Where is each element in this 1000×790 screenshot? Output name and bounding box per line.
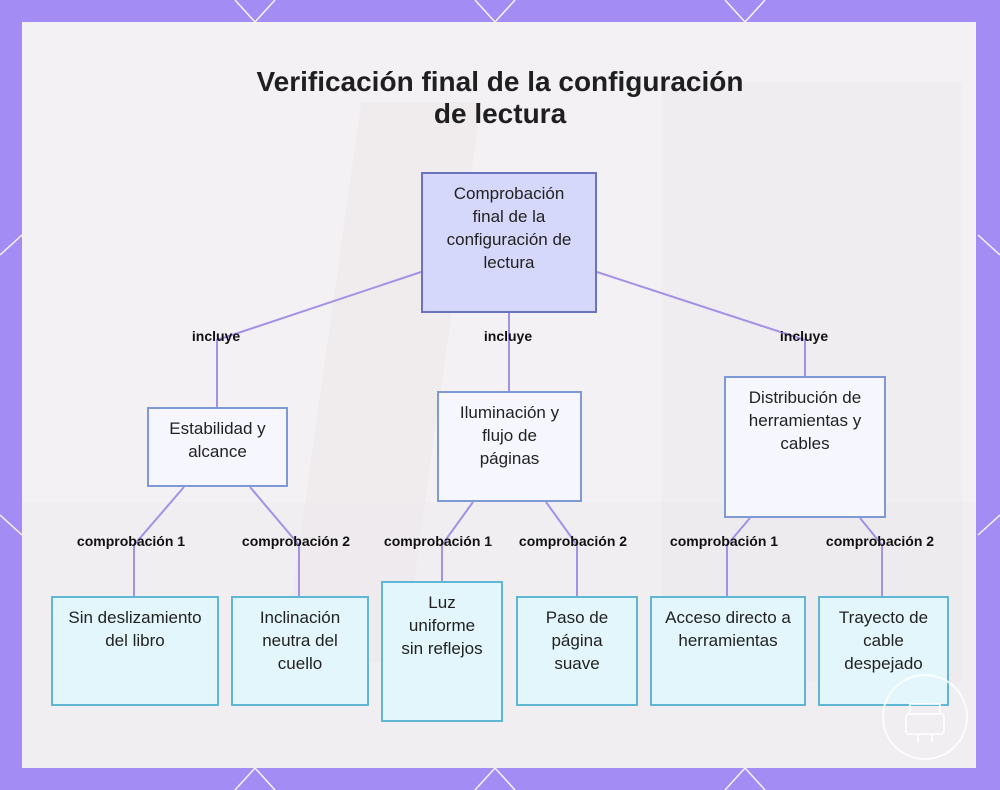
edge-label-includes-3: incluye bbox=[779, 328, 829, 344]
leaf-node-label: Inclinación neutra del cuello bbox=[259, 608, 341, 673]
root-node: Comprobación final de la configuración d… bbox=[421, 172, 597, 313]
branch-node-label: Distribución de herramientas y cables bbox=[748, 388, 862, 453]
leaf-node-label: Sin deslizamiento del libro bbox=[68, 608, 202, 650]
leaf-node-label: Paso de página suave bbox=[545, 608, 609, 673]
edge-label-includes-2: incluye bbox=[483, 328, 533, 344]
diagram-title: Verificación final de la configuración d… bbox=[256, 66, 744, 129]
connector-root-branch-1 bbox=[216, 271, 422, 407]
watermark-badge-icon bbox=[882, 674, 968, 760]
edge-label-includes-1: incluye bbox=[191, 328, 241, 344]
connector-branch-3-check-1 bbox=[726, 517, 751, 596]
branch-node-label: Estabilidad y alcance bbox=[169, 419, 266, 461]
edge-label-check-1: comprobación 1 bbox=[669, 533, 779, 549]
edge-label-check-2: comprobación 2 bbox=[518, 533, 628, 549]
leaf-node-neck-tilt: Inclinación neutra del cuello bbox=[231, 596, 369, 706]
leaf-node-label: Luz uniforme sin reflejos bbox=[401, 593, 483, 658]
branch-node-lighting: Iluminación y flujo de páginas bbox=[437, 391, 582, 502]
leaf-node-tool-access: Acceso directo a herramientas bbox=[650, 596, 806, 706]
leaf-node-label: Acceso directo a herramientas bbox=[665, 608, 791, 650]
branch-node-tools: Distribución de herramientas y cables bbox=[724, 376, 886, 518]
edge-label-check-1: comprobación 1 bbox=[76, 533, 186, 549]
leaf-node-even-light: Luz uniforme sin reflejos bbox=[381, 581, 503, 722]
edge-label-check-1: comprobación 1 bbox=[383, 533, 493, 549]
leaf-node-no-slip: Sin deslizamiento del libro bbox=[51, 596, 219, 706]
branch-node-label: Iluminación y flujo de páginas bbox=[459, 403, 560, 468]
connector-branch-1-check-1 bbox=[133, 486, 185, 596]
leaf-node-page-turn: Paso de página suave bbox=[516, 596, 638, 706]
branch-node-stability: Estabilidad y alcance bbox=[147, 407, 288, 487]
root-node-label: Comprobación final de la configuración d… bbox=[446, 184, 572, 272]
leaf-node-cable-path: Trayecto de cable despejado bbox=[818, 596, 949, 706]
connector-branch-2-check-2 bbox=[545, 501, 578, 596]
connector-root-branch-3 bbox=[596, 271, 806, 376]
connector-branch-2-check-1 bbox=[441, 501, 474, 581]
edge-label-check-2: comprobación 2 bbox=[825, 533, 935, 549]
connector-branch-1-check-2 bbox=[249, 486, 300, 596]
edge-label-check-2: comprobación 2 bbox=[241, 533, 351, 549]
leaf-node-label: Trayecto de cable despejado bbox=[838, 608, 929, 673]
connector-branch-3-check-2 bbox=[859, 517, 883, 596]
